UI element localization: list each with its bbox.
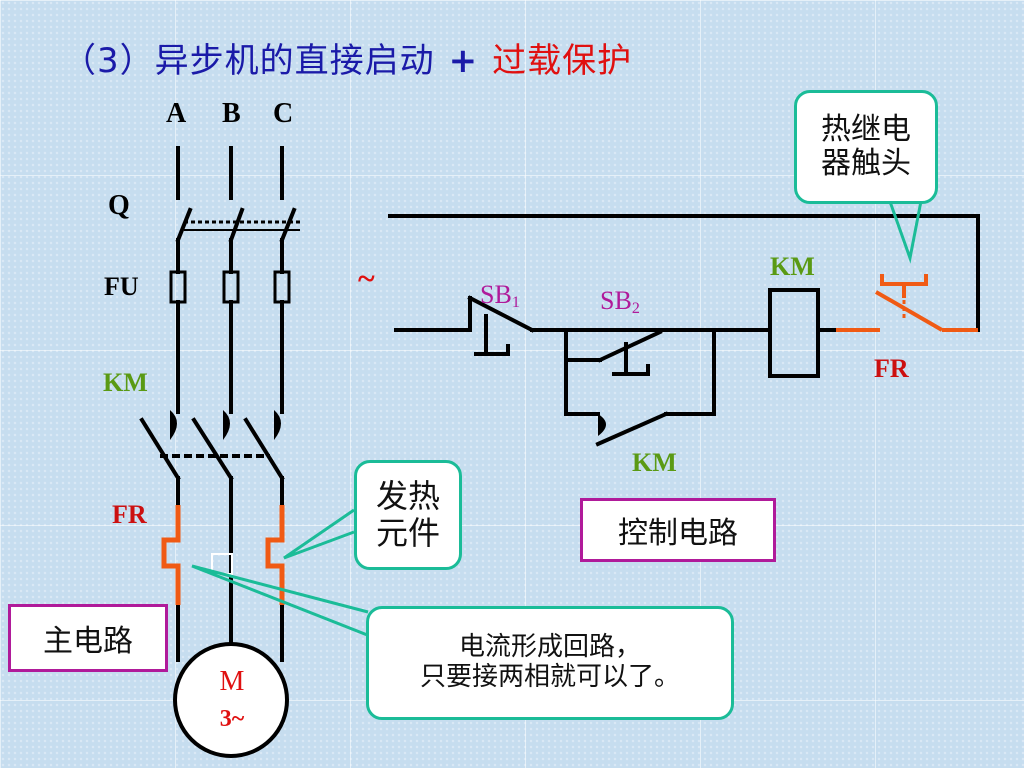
- heating-element-callout-line1: 发热: [375, 477, 440, 516]
- phase-label-a: A: [166, 98, 187, 129]
- control-circuit-box: 控制电路: [580, 498, 776, 562]
- start-button-sub: 2: [631, 300, 640, 317]
- heating-element-callout: 发热 元件: [354, 460, 462, 570]
- start-button-text: SB: [600, 286, 632, 315]
- note-callout: 电流形成回路， 只要接两相就可以了。: [366, 606, 734, 720]
- stop-button-text: SB: [480, 280, 512, 309]
- note-callout-line1: 电流形成回路，: [458, 632, 641, 663]
- main-circuit-wiring: [139, 146, 297, 662]
- relay-contact: [836, 274, 978, 332]
- title-plus: +: [448, 41, 479, 81]
- slide-title: （3）异步机的直接启动 + 过载保护: [62, 44, 632, 78]
- thermal-heating-elements: [161, 505, 285, 605]
- title-main: 异步机的直接启动: [154, 41, 435, 81]
- note-callout-line2: 只要接两相就可以了。: [419, 662, 680, 692]
- ac-source-symbol: ~: [358, 260, 375, 296]
- motor-label: M: [219, 666, 245, 697]
- callout-pointers: [191, 195, 924, 642]
- control-circuit-wiring: [388, 214, 980, 447]
- title-number: （3）: [62, 41, 155, 81]
- contactor-label: KM: [103, 368, 148, 397]
- phase-label-c: C: [273, 98, 294, 129]
- km-aux-contact-arc: [598, 414, 606, 436]
- title-highlight: 过载保护: [492, 41, 633, 81]
- main-circuit-box: 主电路: [8, 604, 168, 672]
- stop-button-label: SB1: [480, 282, 520, 311]
- motor-circle: [173, 642, 289, 758]
- main-contact-arcs: [170, 410, 281, 440]
- motor-sub-label: 3~: [219, 706, 245, 732]
- phase-label-b: B: [222, 98, 241, 129]
- relay-contact-callout-line2: 器触头: [821, 146, 911, 181]
- relay-contact-label: FR: [874, 354, 909, 383]
- coil-label: KM: [770, 252, 815, 281]
- relay-contact-callout: 热继电 器触头: [794, 90, 938, 204]
- fuse-label: FU: [104, 272, 139, 301]
- aux-contact-label: KM: [632, 448, 677, 477]
- thermal-element-label: FR: [112, 500, 147, 529]
- switch-label: Q: [108, 190, 130, 221]
- stop-button-sub: 1: [511, 294, 520, 311]
- heating-element-callout-line2: 元件: [375, 514, 440, 552]
- start-button-label: SB2: [600, 288, 640, 317]
- relay-contact-callout-line1: 热继电: [821, 111, 911, 147]
